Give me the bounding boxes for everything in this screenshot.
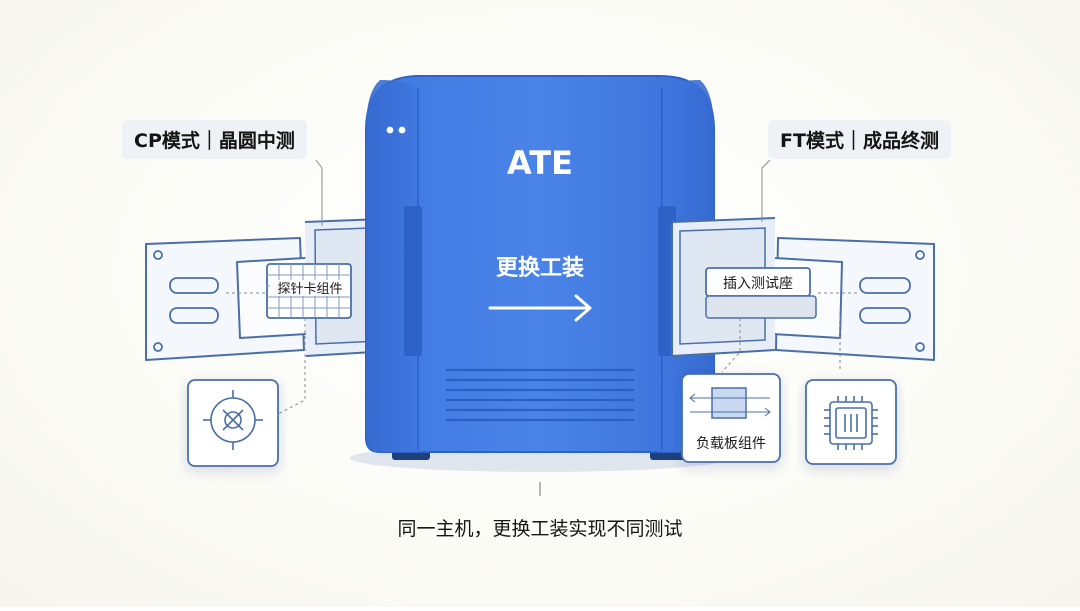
- slot-icon: [859, 277, 911, 294]
- slot-icon: [169, 307, 219, 324]
- wafer-card-box: [187, 379, 279, 467]
- machine-left-panel: [366, 80, 418, 452]
- chip-card: [805, 379, 897, 465]
- arrow-right-icon: [488, 294, 592, 322]
- indicator-light: [386, 126, 394, 134]
- screw-icon: [915, 250, 925, 260]
- slot-icon: [169, 277, 219, 294]
- indicator-light: [398, 126, 406, 134]
- wafer-card: [187, 379, 279, 467]
- probe-card-label: 探针卡组件: [277, 282, 342, 297]
- chip-icon: [824, 396, 878, 450]
- test-socket-label: 插入测试座: [723, 276, 793, 292]
- screw-icon: [915, 342, 925, 352]
- cp-mode-label: CP模式｜晶圆中测: [122, 120, 307, 159]
- load-board-icon: [711, 387, 747, 419]
- wafer-icon: [203, 390, 263, 450]
- label-leader-line: [761, 159, 771, 222]
- socket-base: [705, 295, 817, 319]
- ft-fixture: 插入测试座: [671, 159, 935, 373]
- bottom-caption: 同一主机，更换工装实现不同测试: [397, 518, 683, 540]
- vent-grille: [446, 368, 634, 422]
- ft-mode-label: FT模式｜成品终测: [768, 120, 951, 159]
- machine-title: ATE: [507, 144, 573, 182]
- screw-icon: [153, 342, 163, 352]
- load-board-label: 负载板组件: [696, 436, 766, 452]
- slot-icon: [859, 307, 911, 324]
- label-leader-line: [315, 159, 323, 226]
- left-port: [404, 206, 422, 356]
- load-board-card: 负载板组件: [681, 373, 781, 463]
- connector-line: [277, 318, 306, 415]
- screw-icon: [153, 250, 163, 260]
- probe-label-bg: [270, 280, 350, 296]
- ate-machine: ATE 更换工装: [365, 75, 715, 460]
- action-label: 更换工装: [496, 255, 584, 281]
